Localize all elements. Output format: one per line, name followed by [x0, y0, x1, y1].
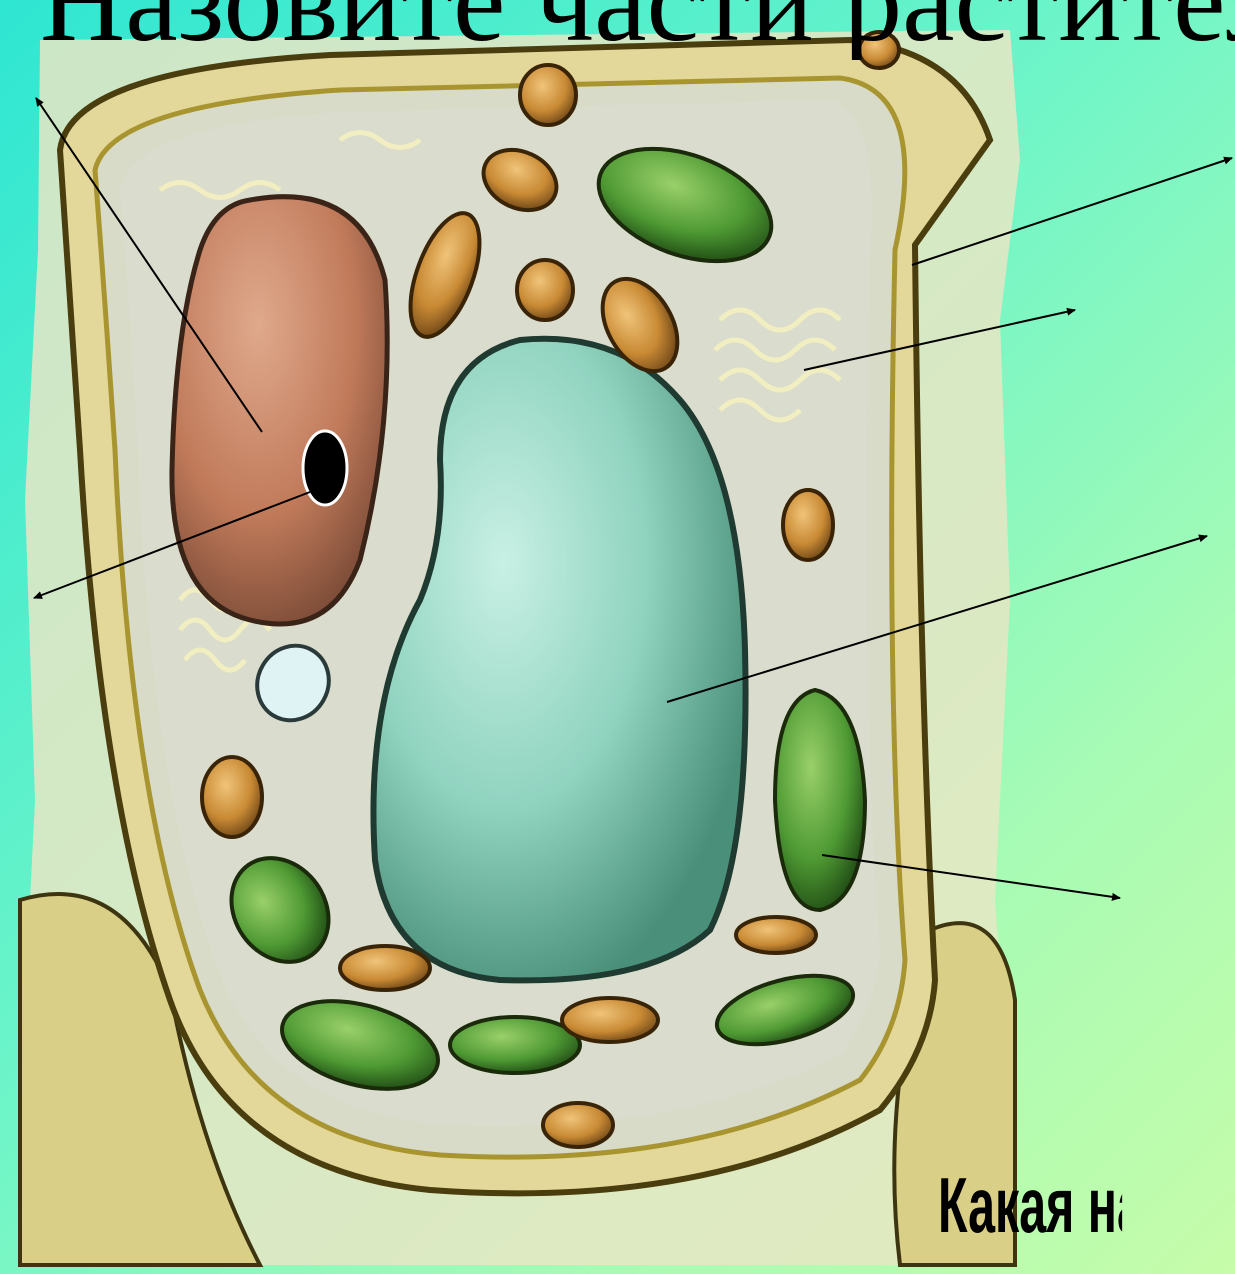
mitochondrion: [562, 998, 658, 1042]
chloroplast: [775, 690, 865, 910]
question-text: Какая нау: [938, 1166, 1122, 1244]
mitochondrion: [202, 757, 262, 837]
chloroplast: [450, 1017, 580, 1073]
mitochondrion: [736, 917, 816, 953]
nucleolus: [303, 431, 347, 505]
mitochondrion: [520, 65, 576, 125]
mitochondrion: [517, 260, 573, 320]
mitochondrion: [783, 490, 833, 560]
slide-title: Назовите части растительн: [40, 0, 1235, 60]
nucleus: [172, 197, 387, 624]
mitochondrion: [340, 946, 430, 990]
mitochondrion: [543, 1103, 613, 1147]
